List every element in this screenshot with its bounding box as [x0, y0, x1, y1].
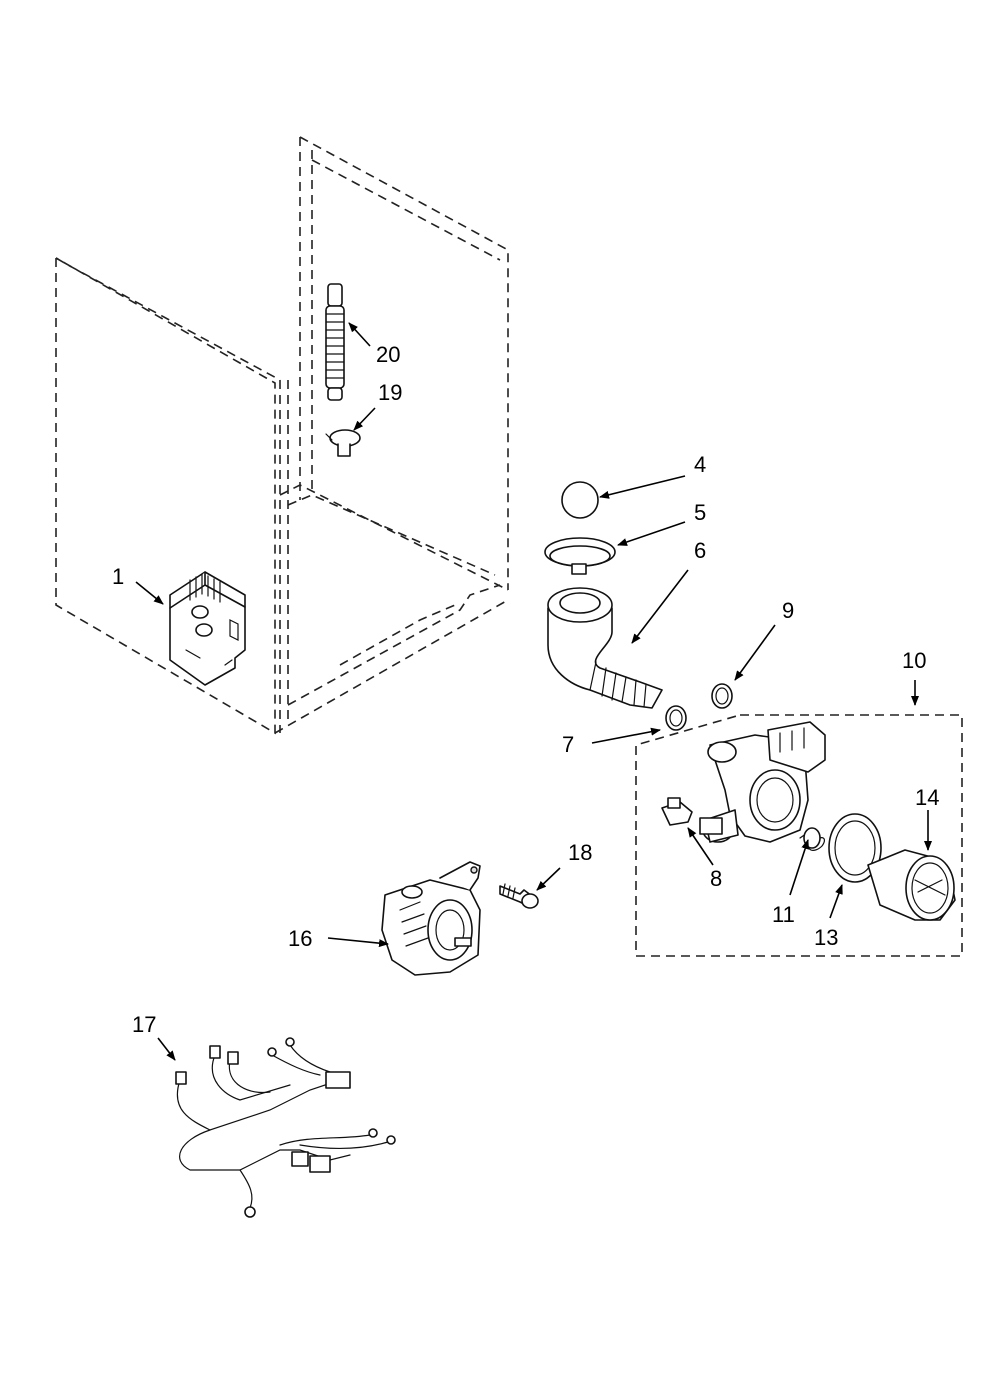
part-17-wire-harness [175, 1037, 396, 1218]
part-8-clip [661, 797, 693, 826]
part-4-ball [561, 481, 599, 519]
callout-13: 13 [814, 925, 838, 950]
part-16-motor [381, 861, 481, 976]
callout-17: 17 [132, 1012, 156, 1037]
callout-16: 16 [288, 926, 312, 951]
callout-14: 14 [915, 785, 939, 810]
part-20-hose [325, 283, 345, 401]
part-11-spring [799, 827, 826, 851]
callout-4: 4 [694, 452, 706, 477]
part-5-clamp-ring [544, 537, 616, 575]
callout-18: 18 [568, 840, 592, 865]
cabinet-outline [55, 136, 509, 735]
part-9-clamp [711, 683, 733, 709]
callout-8: 8 [710, 866, 722, 891]
callout-7: 7 [562, 732, 574, 757]
part-14-filter [867, 849, 956, 921]
callout-20: 20 [376, 342, 400, 367]
pump-body [699, 721, 826, 843]
part-6-sump-hose [547, 587, 663, 709]
callouts: 1 4 5 6 7 8 9 10 11 13 14 16 17 18 19 20 [112, 342, 939, 1037]
callout-5: 5 [694, 500, 706, 525]
callout-9: 9 [782, 598, 794, 623]
part-18-screw [499, 883, 539, 909]
callout-6: 6 [694, 538, 706, 563]
part-7-clamp [665, 705, 687, 731]
callout-10: 10 [902, 648, 926, 673]
callout-19: 19 [378, 380, 402, 405]
callout-1: 1 [112, 564, 124, 589]
part-10-pump-assembly-outline [635, 714, 963, 957]
part-19-clamp [325, 429, 361, 457]
part-1-control-box [169, 571, 246, 686]
leader-lines [135, 322, 932, 1061]
callout-11: 11 [772, 902, 795, 927]
